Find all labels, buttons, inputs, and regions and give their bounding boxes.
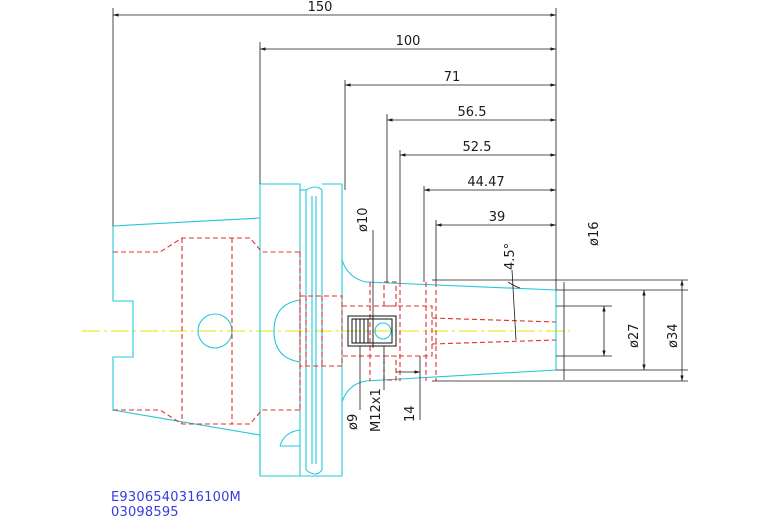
dim-56-5: 56.5	[458, 105, 487, 120]
dim-71: 71	[444, 70, 461, 85]
dim-14: 14	[403, 405, 418, 422]
dim-phi34: ø34	[666, 324, 681, 349]
part-code: 03098595	[111, 505, 179, 520]
tool-holder-outline	[112, 183, 557, 477]
dim-150: 150	[308, 0, 333, 15]
dim-52-5: 52.5	[463, 140, 492, 155]
dim-44-47: 44.47	[467, 175, 504, 190]
dim-phi9: ø9	[346, 414, 361, 430]
hidden-lines	[113, 237, 557, 425]
set-screw	[347, 315, 397, 347]
dim-phi27: ø27	[627, 324, 642, 349]
dim-angle: 4.5°	[503, 243, 518, 270]
dim-m12x1: M12x1	[369, 388, 384, 432]
dim-39: 39	[489, 210, 506, 225]
dim-phi10: ø10	[356, 208, 371, 233]
part-number: E9306540316100M	[111, 490, 241, 505]
dim-phi16: ø16	[587, 222, 602, 247]
dim-100: 100	[396, 34, 421, 49]
